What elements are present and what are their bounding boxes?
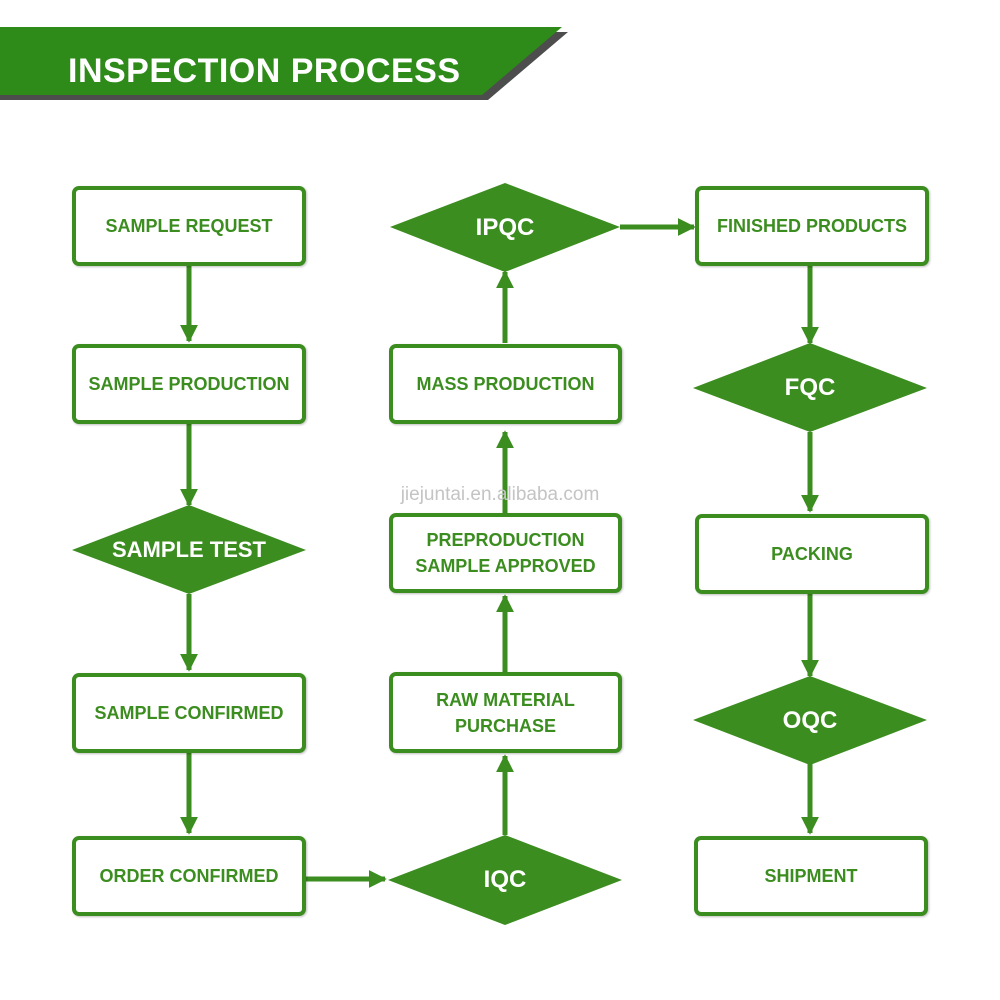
packing-box: PACKING — [695, 514, 929, 594]
fqc-label: FQC — [784, 373, 836, 401]
preproduction-sample-approved-box: PREPRODUCTION SAMPLE APPROVED — [389, 513, 622, 593]
sample-test-diamond — [72, 505, 306, 594]
iqc-diamond — [388, 835, 622, 925]
oqc-label: OQC — [782, 706, 838, 734]
page-title: INSPECTION PROCESS — [68, 52, 461, 90]
fqc-diamond — [693, 343, 927, 432]
iqc-label: IQC — [483, 866, 527, 893]
ipqc-label: IPQC — [475, 213, 535, 241]
sample-request-box: SAMPLE REQUEST — [72, 186, 306, 266]
oqc-diamond — [693, 676, 927, 765]
sample-test-label: SAMPLE TEST — [111, 536, 266, 562]
order-confirmed-box: ORDER CONFIRMED — [72, 836, 306, 916]
raw-material-purchase-box: RAW MATERIAL PURCHASE — [389, 672, 622, 753]
sample-production-box: SAMPLE PRODUCTION — [72, 344, 306, 424]
header-banner — [0, 27, 568, 100]
shipment-box: SHIPMENT — [694, 836, 928, 916]
ipqc-diamond — [390, 183, 620, 272]
mass-production-box: MASS PRODUCTION — [389, 344, 622, 424]
sample-confirmed-box: SAMPLE CONFIRMED — [72, 673, 306, 753]
finished-products-box: FINISHED PRODUCTS — [695, 186, 929, 266]
watermark: jiejuntai.en.alibaba.com — [400, 484, 600, 505]
